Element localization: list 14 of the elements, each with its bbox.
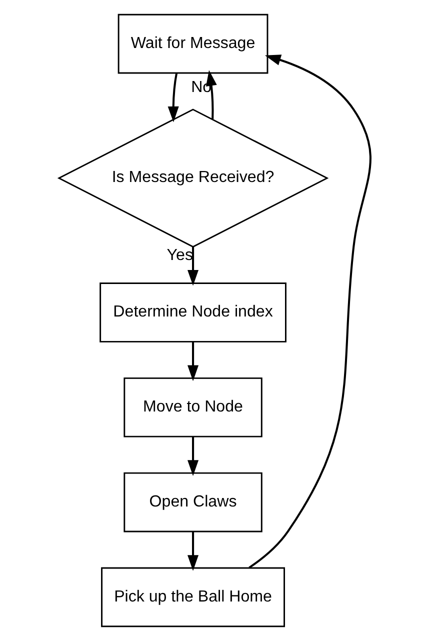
arrow: [248, 54, 372, 569]
node-box: Open Claws: [124, 472, 262, 532]
node-box: Pick up the Ball Home: [101, 567, 285, 628]
arrow: [206, 70, 217, 120]
arrow: [188, 342, 199, 382]
arrow: [188, 436, 199, 476]
arrow: [188, 246, 199, 286]
arrow: [188, 532, 199, 571]
node-box: Move to Node: [124, 377, 262, 438]
edge-label: Yes: [166, 246, 193, 264]
node-diamond: Is Message Received?: [57, 108, 329, 248]
arrow: [168, 72, 179, 122]
node-box: Wait for Message: [118, 14, 268, 74]
node-box: Determine Node index: [100, 282, 286, 342]
